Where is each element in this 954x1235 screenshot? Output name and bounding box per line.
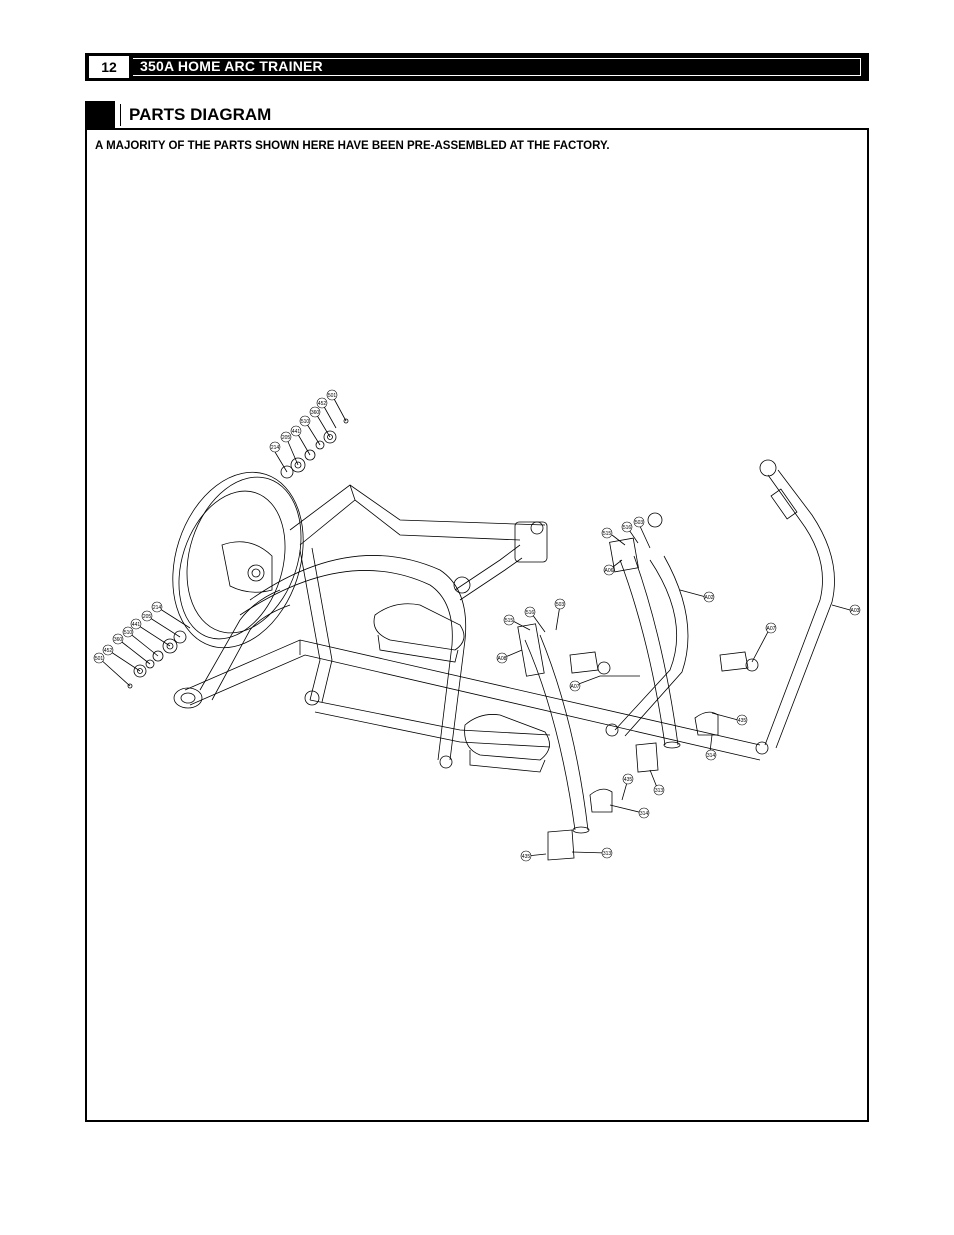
callout-205-top: 205 [282, 435, 291, 441]
callout-313-b: 313 [603, 851, 612, 857]
callout-435-a: 435 [738, 718, 747, 724]
assembly-note: A MAJORITY OF THE PARTS SHOWN HERE HAVE … [95, 140, 610, 152]
diagram-frame: A MAJORITY OF THE PARTS SHOWN HERE HAVE … [85, 128, 869, 1122]
callout-516-right: 516 [623, 525, 632, 531]
callout-503-right: 503 [635, 520, 644, 526]
callout-516-left: 516 [526, 610, 535, 616]
header-bar [85, 53, 869, 81]
callout-214-top: 214 [271, 445, 280, 451]
callout-435-c: 435 [522, 854, 531, 860]
callout-360-top: 360 [311, 410, 320, 416]
callout-314-b: 314 [640, 811, 649, 817]
flywheel-cover [178, 490, 286, 640]
section-header: PARTS DIAGRAM [85, 101, 869, 128]
section-divider [120, 104, 121, 126]
callout-503-left: 503 [556, 602, 565, 608]
callout-214-bottom: 214 [153, 605, 162, 611]
callout-435-b: 435 [624, 777, 633, 783]
diagram-linework [98, 394, 851, 861]
callout-a08: A08 [498, 656, 507, 662]
callout-a07-right: A07 [767, 626, 776, 632]
callout-510-bottom: 510 [124, 630, 133, 636]
callout-a06: A06 [605, 568, 614, 574]
callout-515-right: 515 [603, 531, 612, 537]
callout-a02: A02 [705, 595, 714, 601]
pedal-left [373, 603, 465, 651]
section-marker [85, 101, 115, 128]
flywheel-housing [172, 471, 304, 649]
pedal-right [464, 714, 550, 761]
callout-205-bottom: 205 [143, 614, 152, 620]
callout-314-a: 314 [707, 753, 716, 759]
document-title: 350A HOME ARC TRAINER [140, 58, 323, 74]
callout-515-left: 515 [505, 618, 514, 624]
callout-a03: A03 [851, 608, 860, 614]
section-title: PARTS DIAGRAM [129, 105, 272, 124]
callout-510-top: 510 [301, 419, 310, 425]
callout-501-bottom: 501 [95, 656, 104, 662]
callout-360-bottom: 360 [114, 637, 123, 643]
callout-501-top: 501 [328, 393, 337, 399]
callout-441-bottom: 441 [132, 622, 141, 628]
callout-a07-left: A07 [571, 684, 580, 690]
callout-313-a: 313 [655, 788, 664, 794]
callout-441-top: 441 [292, 429, 301, 435]
callout-452-bottom: 452 [104, 648, 113, 654]
callout-bubbles [93, 389, 861, 862]
callout-452-top: 452 [318, 401, 327, 407]
callout-labels: 501 452 360 510 441 205 214 214 205 441 … [95, 393, 860, 860]
page-number: 12 [89, 56, 129, 78]
